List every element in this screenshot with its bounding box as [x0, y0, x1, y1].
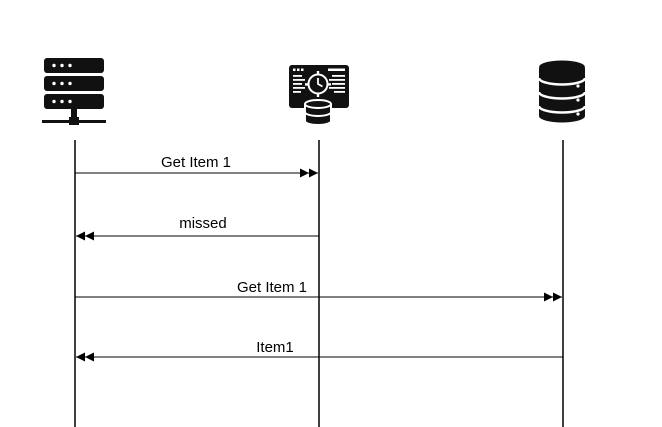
cache-server-icon [289, 65, 349, 126]
message-arrow [75, 292, 562, 302]
message-label: Get Item 1 [237, 279, 307, 296]
message-label: Get Item 1 [161, 154, 231, 171]
message-arrow [76, 352, 563, 362]
message-label: missed [179, 215, 227, 232]
message-arrow [75, 168, 318, 178]
database-icon [537, 60, 587, 123]
message-label: Item1 [256, 339, 294, 356]
server-rack-icon [42, 58, 106, 125]
message-arrow [76, 231, 319, 241]
